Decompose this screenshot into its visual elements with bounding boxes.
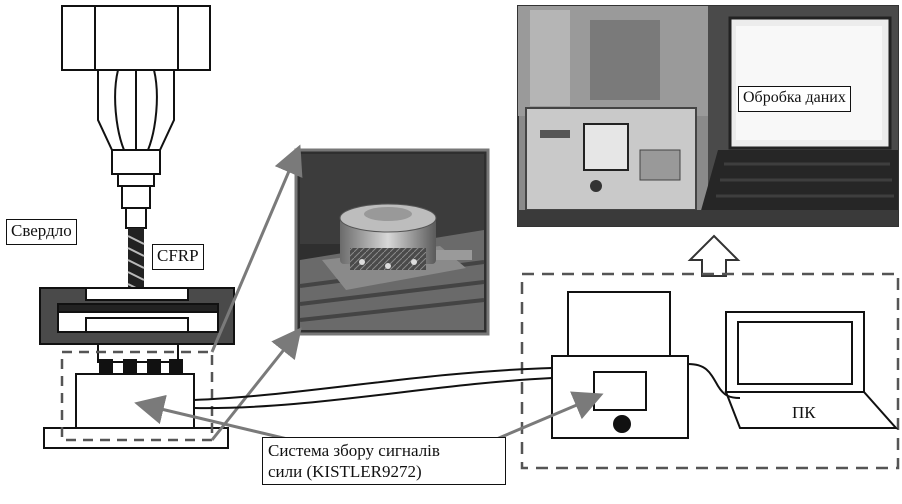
data-processing-label: Обробка даних: [738, 86, 851, 112]
dynamometer-photo: [296, 150, 488, 334]
acquisition-system-label: Система збору сигналів сили (KISTLER9272…: [262, 437, 506, 485]
dynamometer-assembly: [44, 344, 228, 448]
acquisition-label-line2: сили (KISTLER9272): [268, 461, 500, 482]
upload-arrow: [690, 236, 738, 276]
charge-amplifier: [552, 292, 688, 438]
cfrp-label: CFRP: [152, 244, 204, 270]
drill-label: Свердло: [6, 219, 77, 245]
spindle-head: [62, 6, 210, 70]
pc-label: ПК: [788, 402, 820, 424]
data-processing-photo: [518, 6, 898, 226]
workpiece-fixture: [40, 288, 234, 344]
acquisition-label-line1: Система збору сигналів: [268, 440, 500, 461]
spindle-body: [98, 70, 174, 228]
